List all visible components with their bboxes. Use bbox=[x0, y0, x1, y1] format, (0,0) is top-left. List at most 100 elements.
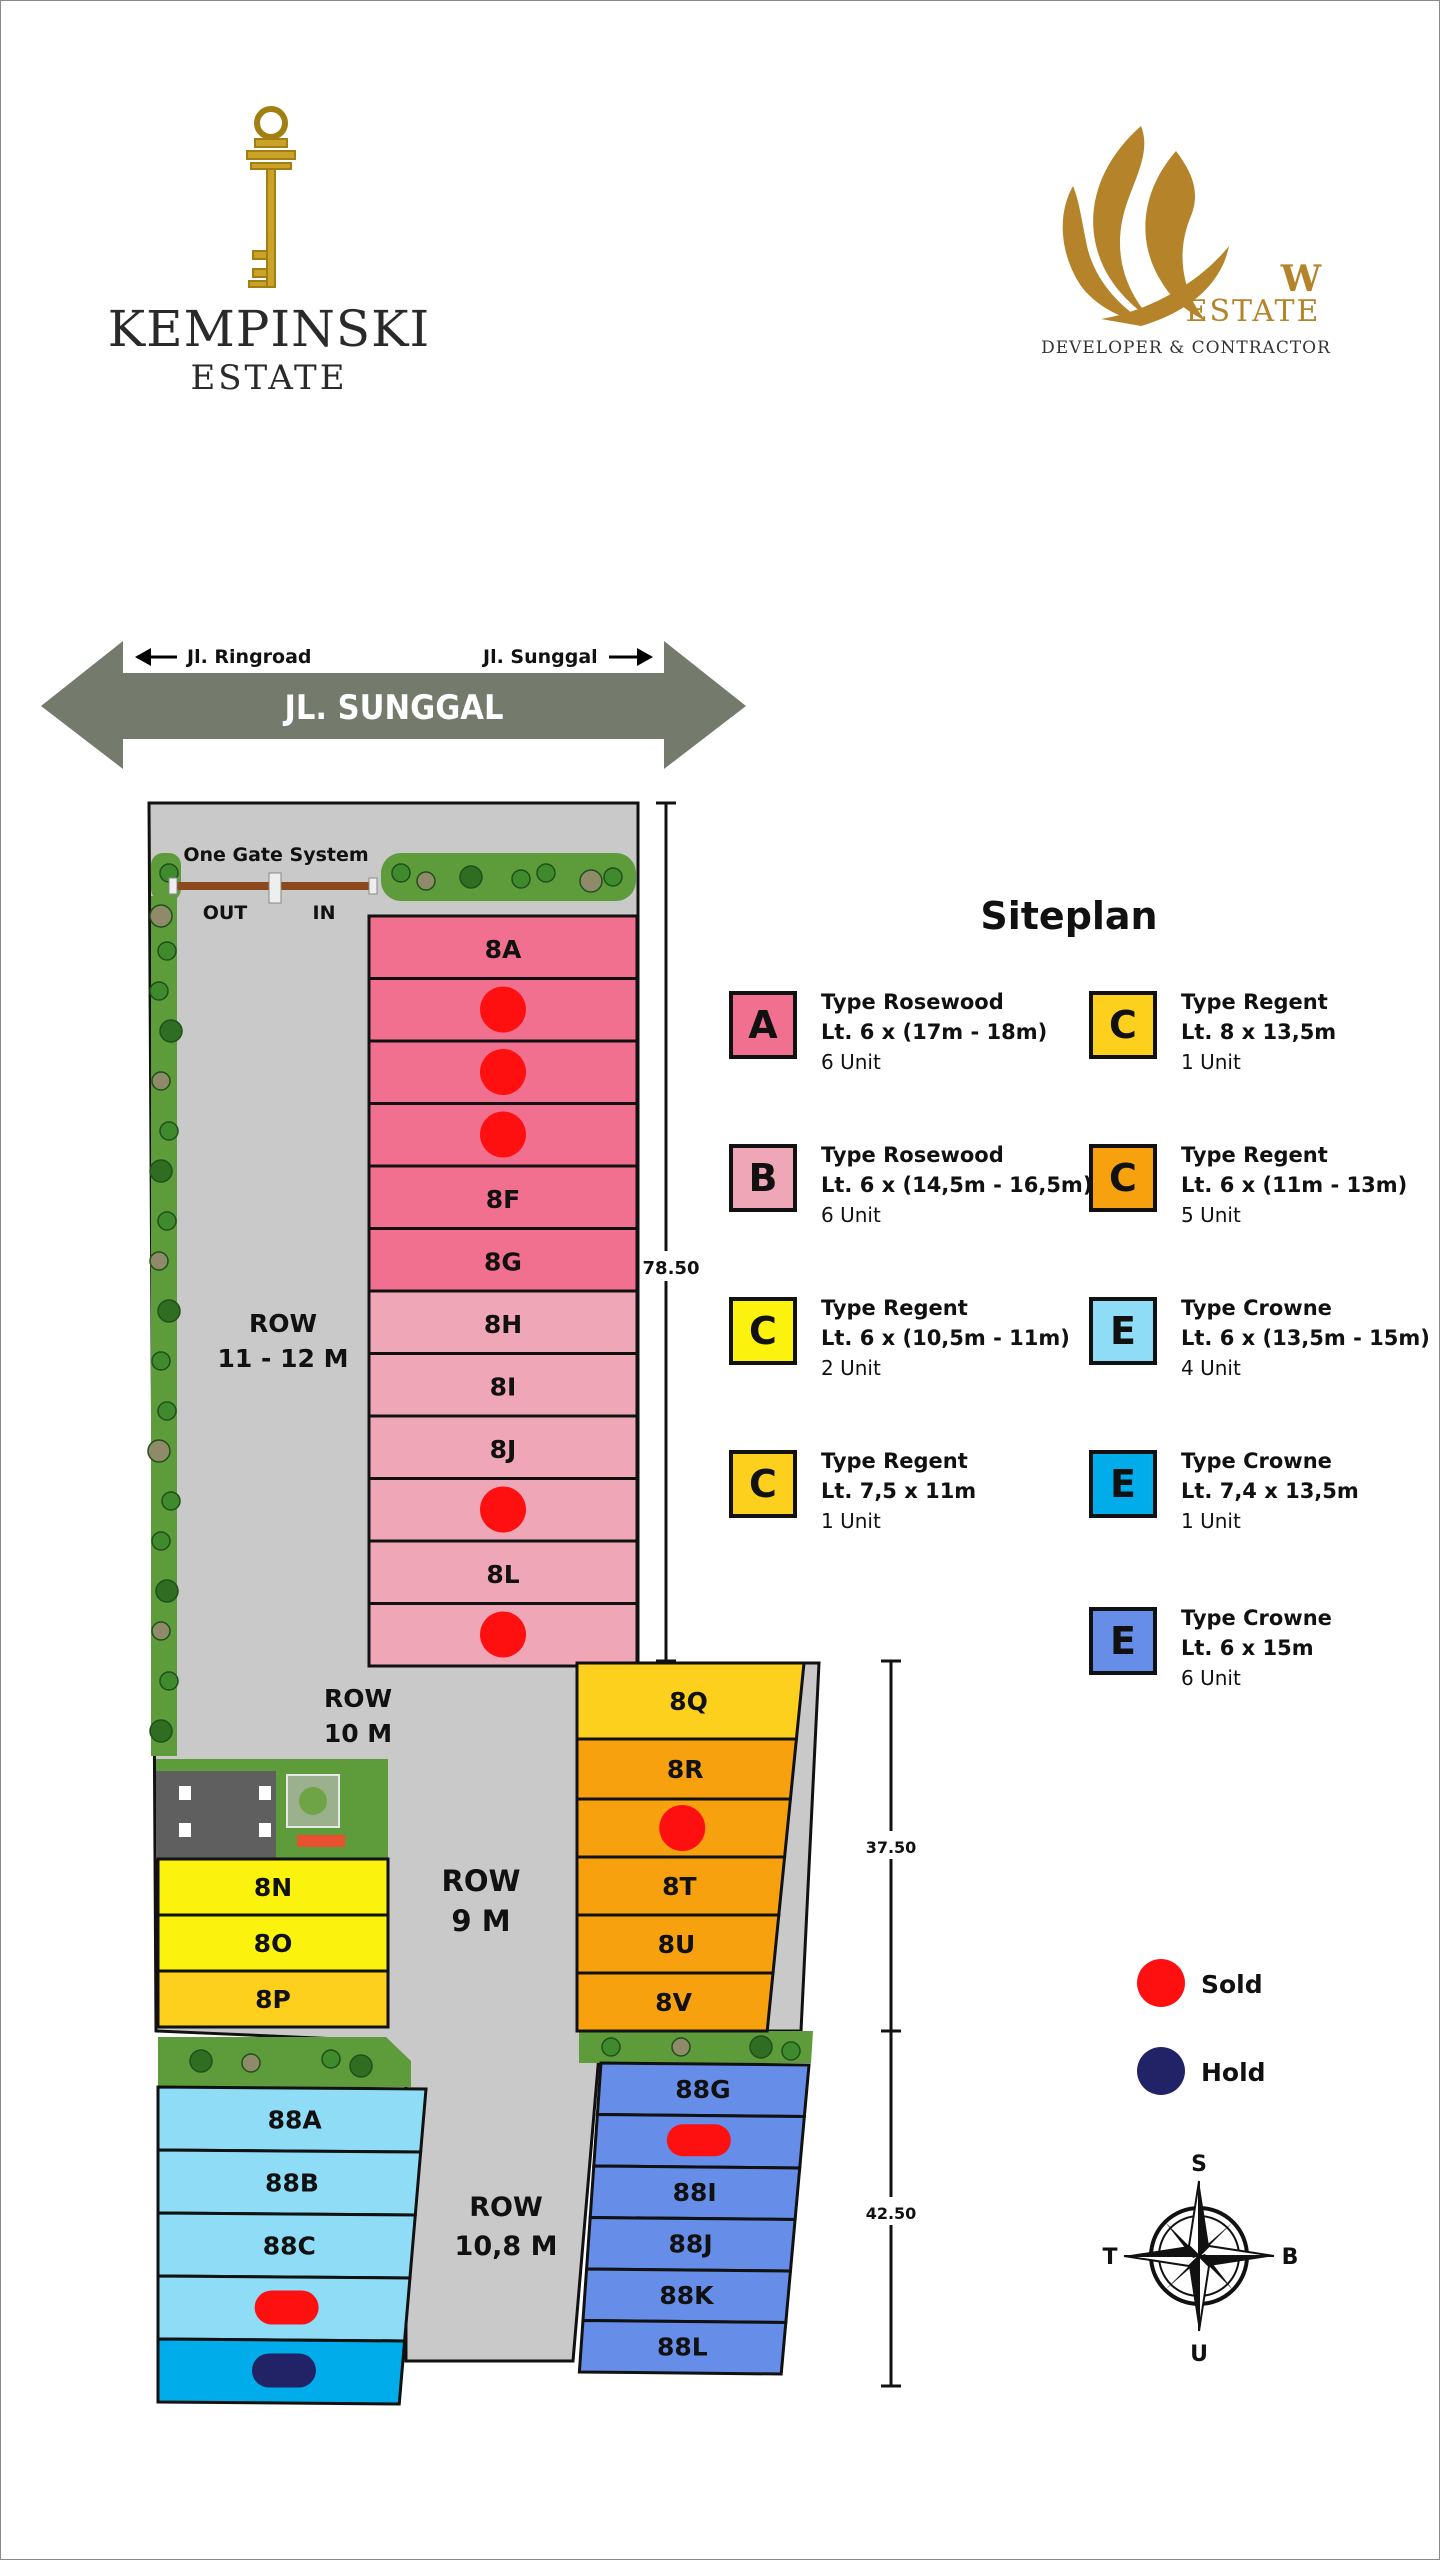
lot-q-label-0: 8Q bbox=[669, 1687, 708, 1716]
lot-n-1[interactable] bbox=[156, 1913, 390, 1973]
legend-type-units: 4 Unit bbox=[1181, 1356, 1241, 1380]
legend-swatch bbox=[1089, 1297, 1157, 1365]
tree-icon bbox=[391, 863, 411, 883]
trees bbox=[147, 863, 801, 2078]
tree-icon bbox=[157, 941, 177, 961]
legend-type-size: Lt. 6 x (13,5m - 15m) bbox=[1181, 1326, 1430, 1350]
legend-type-name: Type Regent bbox=[821, 1296, 968, 1320]
tree-icon bbox=[159, 1019, 183, 1043]
row3-label-a: ROW bbox=[442, 1864, 521, 1898]
road-banner: JL. SUNGGAL Jl. Ringroad Jl. Sunggal bbox=[41, 641, 746, 769]
legend-type-name: Type Rosewood bbox=[821, 990, 1004, 1014]
sold-marker bbox=[480, 1611, 526, 1658]
road-name: JL. SUNGGAL bbox=[283, 688, 504, 728]
tree-icon bbox=[459, 865, 483, 889]
row2-label-b: 10 M bbox=[324, 1719, 392, 1748]
sold-marker bbox=[480, 986, 526, 1033]
dimension-42: 42.50 bbox=[866, 2204, 917, 2223]
lot-a-10[interactable] bbox=[367, 1539, 639, 1605]
lot-q-5[interactable] bbox=[575, 1971, 775, 2033]
tree-icon bbox=[321, 2049, 341, 2069]
legend-type-name: Type Regent bbox=[1181, 990, 1328, 1014]
w-estate-logo: W ESTATE DEVELOPER & CONTRACTOR bbox=[1041, 126, 1331, 358]
tree-icon bbox=[151, 1071, 171, 1091]
lot-q-label-1: 8R bbox=[667, 1755, 704, 1784]
legend-letter: E bbox=[1110, 1462, 1136, 1506]
legend-type-units: 6 Unit bbox=[821, 1203, 881, 1227]
road-arrow-shape bbox=[41, 641, 746, 769]
lot-88g-label-3: 88J bbox=[669, 2229, 713, 2258]
sold-marker bbox=[480, 1111, 526, 1158]
row1-label-a: ROW bbox=[249, 1309, 317, 1338]
legend-swatch bbox=[729, 1450, 797, 1518]
sold-marker bbox=[254, 2290, 319, 2325]
compass-left: T bbox=[1102, 2245, 1117, 2270]
gate-out-label: OUT bbox=[203, 902, 248, 924]
lot-a-8[interactable] bbox=[367, 1414, 639, 1480]
tree-icon bbox=[155, 1579, 179, 1603]
tree-icon bbox=[149, 981, 169, 1001]
lot-88a-label-1: 88B bbox=[265, 2169, 319, 2198]
tree-icon bbox=[416, 871, 436, 891]
lot-a-5[interactable] bbox=[367, 1227, 639, 1293]
tree-icon bbox=[189, 2049, 213, 2073]
legend-type-size: Lt. 6 x (17m - 18m) bbox=[821, 1020, 1047, 1044]
legend-title: Siteplan bbox=[980, 894, 1157, 938]
lower-green-left bbox=[158, 2037, 411, 2087]
w-estate-tag: DEVELOPER & CONTRACTOR bbox=[1041, 338, 1331, 358]
lot-88g-5[interactable] bbox=[577, 2318, 788, 2376]
sold-marker bbox=[666, 2124, 731, 2157]
tree-icon bbox=[147, 1439, 171, 1463]
legend-type-units: 6 Unit bbox=[1181, 1666, 1241, 1690]
compass-top: S bbox=[1191, 2152, 1207, 2177]
hold-marker bbox=[251, 2353, 316, 2388]
legend-letter: B bbox=[749, 1156, 778, 1200]
lot-88a-label-0: 88A bbox=[268, 2106, 323, 2135]
right-direction-label: Jl. Sunggal bbox=[481, 646, 598, 668]
lot-n-2[interactable] bbox=[156, 1969, 390, 2029]
legend-type-units: 1 Unit bbox=[1181, 1050, 1241, 1074]
legend-letter: E bbox=[1110, 1309, 1136, 1353]
tree-icon bbox=[149, 1251, 169, 1271]
tree-icon bbox=[579, 869, 603, 893]
legend-letter: C bbox=[749, 1309, 777, 1353]
legend-type-size: Lt. 8 x 13,5m bbox=[1181, 1020, 1336, 1044]
tree-icon bbox=[151, 1351, 171, 1371]
left-direction: Jl. Ringroad bbox=[135, 646, 312, 668]
w-letter: W bbox=[1280, 258, 1322, 300]
lot-q-label-5: 8V bbox=[655, 1988, 692, 2017]
dimension-78: 78.50 bbox=[643, 1258, 700, 1279]
lot-a-4[interactable] bbox=[367, 1164, 639, 1230]
tree-icon bbox=[241, 2053, 261, 2073]
tree-icon bbox=[157, 1401, 177, 1421]
legend-swatch bbox=[1089, 991, 1157, 1059]
legend-letter: E bbox=[1110, 1619, 1136, 1663]
kempinski-brand: KEMPINSKI bbox=[108, 300, 431, 358]
row2-label-a: ROW bbox=[324, 1684, 392, 1713]
tree-icon bbox=[159, 1121, 179, 1141]
legend-letter: A bbox=[748, 1003, 778, 1047]
tree-icon bbox=[159, 1671, 179, 1691]
w-estate-brand: ESTATE bbox=[1186, 294, 1321, 329]
lot-a-7[interactable] bbox=[367, 1352, 639, 1418]
legend-letter: C bbox=[1109, 1003, 1137, 1047]
compass-icon bbox=[1123, 2180, 1275, 2332]
gate-in-label: IN bbox=[313, 902, 336, 924]
lot-a-0[interactable] bbox=[367, 914, 639, 980]
legend-type-units: 6 Unit bbox=[821, 1050, 881, 1074]
row3-label-b: 9 M bbox=[451, 1904, 510, 1938]
tree-icon bbox=[151, 1621, 171, 1641]
legend-type-units: 5 Unit bbox=[1181, 1203, 1241, 1227]
sold-marker bbox=[480, 1486, 526, 1533]
tree-icon bbox=[161, 1491, 181, 1511]
lot-q-label-4: 8U bbox=[658, 1930, 696, 1959]
gate: One Gate System OUT IN bbox=[168, 844, 378, 924]
tree-icon bbox=[511, 869, 531, 889]
lot-88g-label-0: 88G bbox=[675, 2075, 730, 2104]
legend-type-units: 1 Unit bbox=[821, 1509, 881, 1533]
flame-logo-icon bbox=[1062, 126, 1229, 326]
legend-type-units: 1 Unit bbox=[1181, 1509, 1241, 1533]
